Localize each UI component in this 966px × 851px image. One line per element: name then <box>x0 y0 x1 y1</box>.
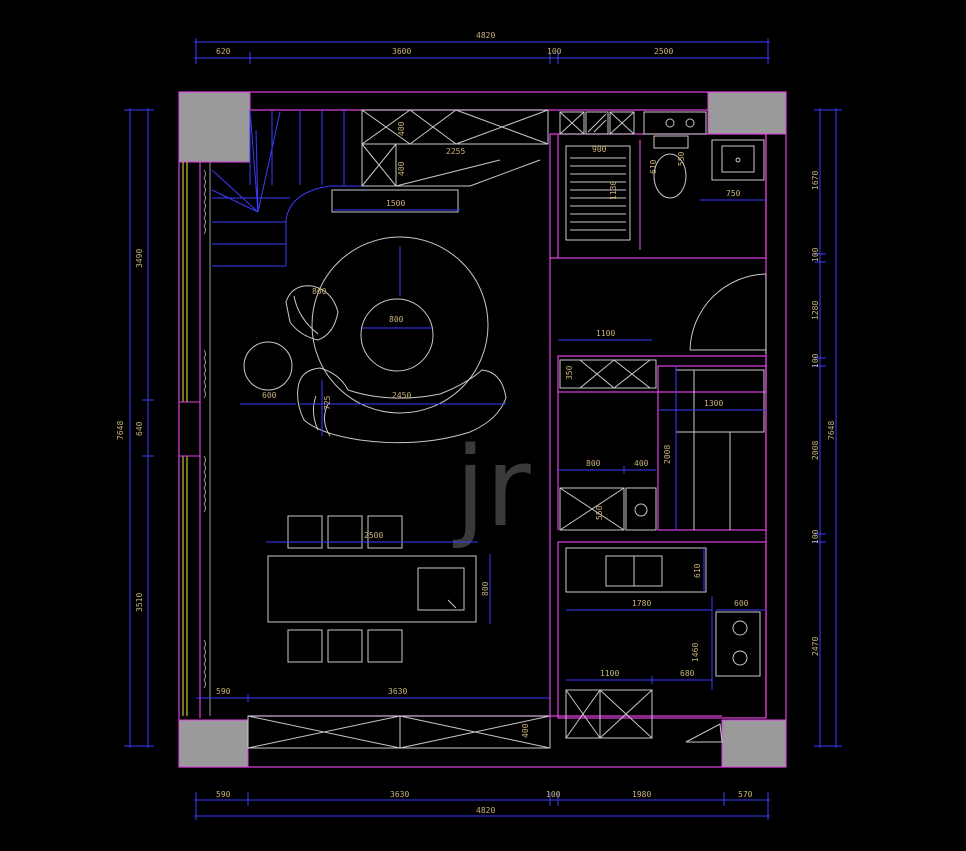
stove-a-label: 800 <box>586 459 601 468</box>
stair-landing <box>331 159 541 213</box>
stove-unit <box>559 487 657 531</box>
stove-depth-label: 550 <box>595 505 604 520</box>
bottom-cabinet-dims <box>196 694 550 702</box>
shower-depth-label: 1130 <box>609 181 618 200</box>
right-dim-3: 1280 <box>811 301 820 320</box>
hob-width-label: 600 <box>734 599 749 608</box>
left-window <box>182 162 188 716</box>
bottom-cabinet <box>247 715 551 749</box>
left-dim-2: 640 <box>135 421 144 436</box>
right-dim-5: 2008 <box>811 441 820 460</box>
bottom-left-label: 590 <box>216 687 231 696</box>
counter-depth-label: 350 <box>565 365 574 380</box>
bottom-cabinet-depth-label: 400 <box>521 723 530 738</box>
left-pier <box>178 401 201 457</box>
kitchen-depth-label: 1460 <box>691 643 700 662</box>
bath-width-label: 900 <box>592 145 607 154</box>
armchair <box>285 285 339 341</box>
stair-width-label: 1500 <box>386 199 405 208</box>
toilet <box>653 135 689 199</box>
living-dims <box>240 246 506 436</box>
side-table-label: 600 <box>262 391 277 400</box>
kitchen-lower-a-label: 1100 <box>600 669 619 678</box>
bottom-total-dim: 4820 <box>476 806 495 815</box>
wardrobe-walls <box>557 355 767 531</box>
right-dim-2: 100 <box>811 247 820 262</box>
kitchen-dims <box>566 548 766 690</box>
right-dim-7: 2470 <box>811 637 820 656</box>
left-total-dim: 7648 <box>116 421 125 440</box>
bottom-dim-4: 1980 <box>632 790 651 799</box>
top-dimension-chain <box>194 38 770 64</box>
top-total-dim: 4820 <box>476 31 495 40</box>
top-dim-2: 3600 <box>392 47 411 56</box>
sofa-depth-label: 725 <box>323 395 332 410</box>
top-dim-3: 100 <box>547 47 562 56</box>
cabinet-height-label: 400 <box>397 121 406 136</box>
structural-columns <box>178 91 787 768</box>
side-table <box>243 341 293 391</box>
chair-label: 800 <box>312 287 327 296</box>
left-dim-3: 3510 <box>135 593 144 612</box>
bottom-dim-5: 570 <box>738 790 753 799</box>
kitchen-width-label: 1780 <box>632 599 651 608</box>
kitchen-counter <box>565 547 761 743</box>
column-top-left <box>178 91 251 163</box>
bottom-dim-2: 3630 <box>390 790 409 799</box>
toilet-depth-label: 550 <box>677 151 686 166</box>
left-dimension-chain <box>124 108 154 748</box>
staircase <box>211 109 362 267</box>
dining-width-label: 2500 <box>364 531 383 540</box>
basin-width-label: 750 <box>726 189 741 198</box>
column-top-right <box>707 91 787 135</box>
right-dim-6: 100 <box>811 529 820 544</box>
sink-depth-label: 610 <box>693 563 702 578</box>
entrance-door <box>689 273 767 354</box>
top-dim-1: 620 <box>216 47 231 56</box>
curtain <box>203 162 211 716</box>
wardrobe-dims <box>658 366 766 530</box>
bottom-cabinet-label: 3630 <box>388 687 407 696</box>
right-total-dim: 7648 <box>827 421 836 440</box>
stove-dims <box>558 466 656 474</box>
wardrobe-width-label: 1300 <box>704 399 723 408</box>
dining-table <box>267 555 477 623</box>
wardrobe-height-label: 2008 <box>663 445 672 464</box>
round-table-label: 800 <box>389 315 404 324</box>
bath-vent-boxes <box>559 111 707 135</box>
dining-chairs <box>287 515 403 663</box>
column-bottom-right <box>721 719 787 768</box>
right-dimension-chain <box>814 108 842 748</box>
bottom-dim-3: 100 <box>546 790 561 799</box>
bottom-dim-1: 590 <box>216 790 231 799</box>
counter-top <box>559 359 657 389</box>
shower-grate <box>565 145 631 241</box>
kitchen-walls <box>549 258 767 720</box>
top-dim-4: 2500 <box>654 47 673 56</box>
column-bottom-left <box>178 719 249 768</box>
dining-dims <box>266 541 491 624</box>
cabinet-width-label: 2255 <box>446 147 465 156</box>
cabinet-depth-label: 400 <box>397 161 406 176</box>
right-dim-1: 1670 <box>811 171 820 190</box>
left-dim-1: 3490 <box>135 249 144 268</box>
dining-depth-label: 800 <box>481 581 490 596</box>
toilet-label: 610 <box>649 159 658 174</box>
round-sofa <box>297 236 507 444</box>
watermark: jr <box>453 423 532 551</box>
stair-handrail <box>361 109 549 187</box>
kitchen-lower-b-label: 680 <box>680 669 695 678</box>
stove-b-label: 400 <box>634 459 649 468</box>
sofa-width-label: 2450 <box>392 391 411 400</box>
counter-label: 1100 <box>596 329 615 338</box>
wash-basin <box>711 139 765 181</box>
right-dim-4: 100 <box>811 353 820 368</box>
bottom-dimension-chain <box>194 792 770 820</box>
